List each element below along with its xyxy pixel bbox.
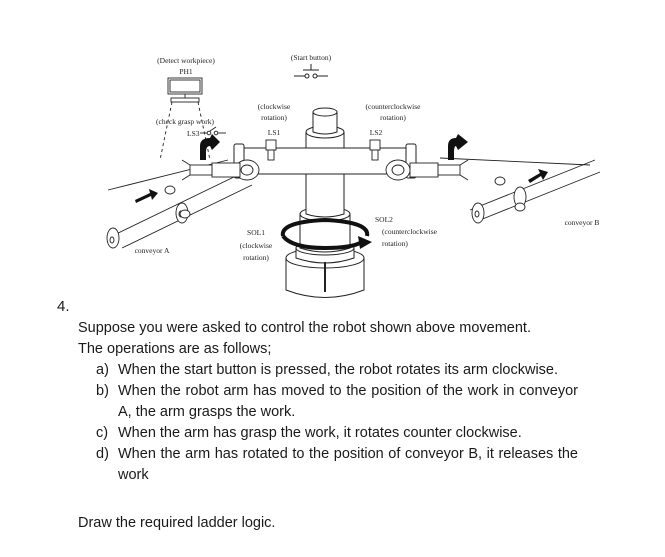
operations-list: a) When the start button is pressed, the … — [78, 360, 578, 486]
conveyor-b — [439, 157, 601, 224]
label-ls2: LS2 — [370, 128, 383, 137]
label-ccw-rotation-top-2: rotation) — [380, 113, 406, 122]
start-button-symbol — [294, 64, 328, 79]
label-ph1: PH1 — [179, 67, 193, 76]
label-ls3: LS3 — [187, 129, 200, 138]
label-detect-workpiece: (Detect workpiece) — [157, 56, 215, 65]
operation-marker: c) — [96, 425, 109, 441]
label-sol1: SOL1 — [247, 228, 265, 237]
conveyor-a — [106, 159, 253, 249]
operation-marker: b) — [96, 383, 109, 399]
question-text: Suppose you were asked to control the ro… — [78, 318, 578, 486]
ls1-switch — [265, 139, 277, 161]
operation-text: When the arm has rotated to the position… — [118, 446, 578, 483]
operation-text: When the start button is pressed, the ro… — [118, 362, 559, 378]
label-ccw-rotation-top-1: (counterclockwise — [366, 102, 422, 111]
robot-arm-diagram: (Detect workpiece) PH1 (Start button) (c… — [106, 53, 601, 298]
left-gripper — [181, 159, 260, 181]
label-check-grasp-work: (check grasp work) — [156, 117, 214, 126]
label-ccw-rotation-bottom-1: (counterclockwise — [382, 227, 438, 236]
conveyor-a-arrow — [135, 189, 158, 203]
label-cw-rotation-top-2: rotation) — [261, 113, 287, 122]
operation-item: d) When the arm has rotated to the positi… — [78, 444, 578, 486]
question-number: 4. — [57, 298, 70, 315]
operation-text: When the robot arm has moved to the posi… — [118, 383, 578, 420]
question-final-instruction: Draw the required ladder logic. — [78, 515, 276, 531]
label-cw-rotation-bottom-1: (clockwise — [240, 241, 273, 250]
operation-item: b) When the robot arm has moved to the po… — [78, 381, 578, 423]
right-gripper-arrow — [448, 134, 468, 160]
question-intro-line-2: The operations are as follows; — [78, 341, 272, 357]
ls3-symbol — [200, 126, 226, 136]
operation-item: c) When the arm has grasp the work, it ro… — [78, 423, 578, 444]
operation-marker: d) — [96, 446, 109, 462]
ls2-switch — [369, 139, 381, 161]
question-intro-line-1: Suppose you were asked to control the ro… — [78, 320, 531, 336]
operation-marker: a) — [96, 362, 109, 378]
left-gripper-arrow — [200, 134, 220, 160]
label-conveyor-a: conveyor A — [135, 246, 170, 255]
operation-item: a) When the start button is pressed, the … — [78, 360, 578, 381]
operation-text: When the arm has grasp the work, it rota… — [118, 425, 522, 441]
label-ls1: LS1 — [268, 128, 281, 137]
label-cw-rotation-top-1: (clockwise — [258, 102, 291, 111]
rotation-arrow — [280, 217, 370, 251]
photo-sensor-ph1 — [159, 77, 211, 161]
label-cw-rotation-bottom-2: rotation) — [243, 253, 269, 262]
robot-body — [233, 107, 417, 298]
rotation-arrow-head — [358, 236, 372, 249]
label-sol2: SOL2 — [375, 215, 393, 224]
label-conveyor-b: conveyor B — [565, 218, 600, 227]
conveyor-b-arrow — [528, 169, 548, 183]
label-ccw-rotation-bottom-2: rotation) — [382, 239, 408, 248]
label-start-button: (Start button) — [291, 53, 332, 62]
right-gripper — [385, 159, 469, 181]
